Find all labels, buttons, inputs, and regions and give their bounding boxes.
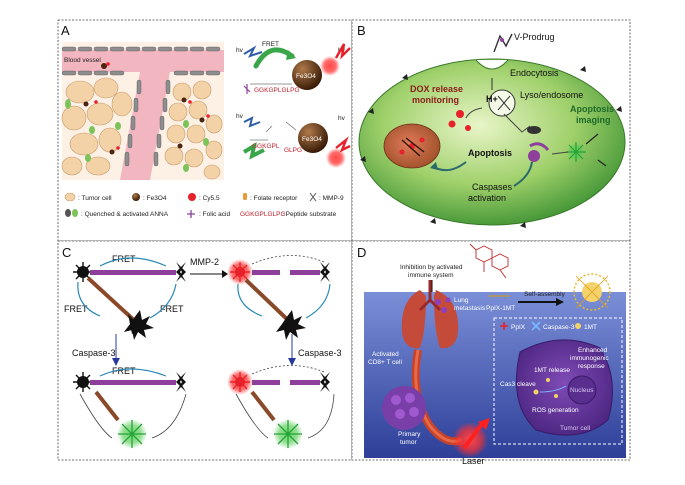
d-nanoparticle xyxy=(573,273,611,311)
d-laser xyxy=(452,418,490,458)
blood-vessel-label: Blood vessel xyxy=(64,57,101,64)
apoptosis-imaging-label-2: imaging xyxy=(576,115,611,125)
d-inset xyxy=(493,317,623,445)
dox-monitoring-label: monitoring xyxy=(412,95,459,105)
legend-fe3o4-icon xyxy=(132,193,140,201)
d-legend-ppix: PpIX xyxy=(511,324,526,331)
apoptosis-green-burst xyxy=(566,142,586,162)
d-lungs xyxy=(401,280,459,349)
d-self-assembly: Self-assembly xyxy=(524,291,566,298)
d-cd8-1: Activated xyxy=(372,351,399,358)
legend-folate: : Folate receptor xyxy=(250,195,298,202)
v-prodrug-label: V-Prodrug xyxy=(514,32,555,42)
panel-d-label: D xyxy=(357,245,366,260)
blood-vessel xyxy=(62,50,224,180)
fret-scheme-top: FRET hv hv Fe3O4 GGKGPLGLPG xyxy=(236,41,351,94)
c-probe-cleaved xyxy=(227,255,331,340)
legend-folate-icon xyxy=(243,193,247,200)
legend-peptide-desc: : Peptide substrate xyxy=(282,211,337,218)
legend-cy5: : Cy5.5 xyxy=(199,195,220,202)
panel-a: A Bloo xyxy=(57,19,353,242)
panel-a-label: A xyxy=(61,23,70,38)
d-molecule xyxy=(469,243,509,279)
d-lung-2: metastasis xyxy=(454,305,486,312)
endocytosis-label: Endocytosis xyxy=(510,68,559,78)
legend-annna-icon-1 xyxy=(65,209,71,217)
legend-annna: : Quenched & activated ANNA xyxy=(81,211,169,218)
c-probe-caspase-left: FRET xyxy=(73,366,187,449)
legend-mmp9: : MMP-9 xyxy=(319,195,344,202)
apoptosis-imaging-label-1: Apoptosis xyxy=(570,104,614,114)
legend-folic-acid: : Folic acid xyxy=(199,211,230,218)
dox-release-label: DOX release xyxy=(410,84,463,94)
d-enhanced-1: Enhanced xyxy=(578,347,608,354)
hv-label-1: hv xyxy=(236,47,244,54)
c-fret-left: FRET xyxy=(64,304,88,314)
activation-label: activation xyxy=(468,193,506,203)
d-tumor-nucleus xyxy=(567,375,597,405)
cell-body xyxy=(358,58,626,226)
d-inhibition-2: immune system xyxy=(408,272,454,279)
lyso-label: Lyso/endosome xyxy=(520,90,583,100)
d-laser-label: Laser xyxy=(462,456,485,466)
d-legend-caspase: Caspase-3 xyxy=(543,324,575,331)
fe3o4-label-bottom: Fe3O4 xyxy=(302,136,322,143)
c-caspase3-right: Caspase-3 xyxy=(298,348,342,358)
legend-annna-icon-2 xyxy=(72,209,78,217)
d-legend-1mt: 1MT xyxy=(584,324,597,331)
h-plus-label: H+ xyxy=(486,94,498,104)
panel-d: D Inhibition by activated immune system … xyxy=(351,240,631,466)
fe3o4-particle-top xyxy=(292,60,322,90)
d-lung-1: Lung xyxy=(454,297,469,304)
legend-fe3o4: : Fe3O4 xyxy=(143,195,167,202)
fe3o4-particle-bottom xyxy=(298,123,328,153)
d-nucleus-label: Nucleus xyxy=(570,387,594,394)
d-cas3-label: Cas3 cleave xyxy=(500,381,536,388)
c-mmp2-label: MMP-2 xyxy=(190,257,219,267)
endosome xyxy=(488,89,516,117)
panel-a-legend: : Tumor cell : Fe3O4 : Cy5.5 : Folate re… xyxy=(62,186,348,236)
d-tumor-cell-label: Tumor cell xyxy=(560,425,591,432)
panel-c-label: C xyxy=(62,245,71,260)
hv-label-4: hv xyxy=(338,115,346,122)
fe3o4-label-top: Fe3O4 xyxy=(296,73,316,80)
peptide-label-full: GGKGPLGLPG xyxy=(254,87,300,94)
peptide-label-left: GGKGPL xyxy=(252,143,280,150)
d-enhanced-2: immunogenic xyxy=(570,355,609,362)
c-caspase3-left: Caspase-3 xyxy=(72,348,116,358)
legend-peptide-key: GGKGPLGLPG xyxy=(240,211,286,218)
d-inhibition-1: Inhibition by activated xyxy=(400,264,463,271)
peptide-label-right: GLPG xyxy=(284,147,302,154)
legend-tumor-cell-icon xyxy=(64,192,76,202)
panel-b: B V-Prodrug Endocytosis H+ Lyso/endosome… xyxy=(351,19,631,242)
legend-mmp9-icon xyxy=(309,192,317,202)
apoptosis-label: Apoptosis xyxy=(468,148,512,158)
fret-scheme-bottom: hv GGKGPL GLPG Fe3O4 hv xyxy=(236,113,351,168)
panel-c-border xyxy=(57,240,353,461)
d-cd8-2: CD8+ T cell xyxy=(368,359,402,366)
c-fret-right: FRET xyxy=(160,304,184,314)
panel-c: C FRET FRET FRET MMP-2 xyxy=(57,240,353,461)
d-enhanced-3: response xyxy=(578,363,605,370)
d-ppix-1mt: PpIX-1MT xyxy=(486,305,515,312)
legend-folic-acid-icon xyxy=(187,210,195,218)
c-probe-caspase-right xyxy=(227,365,335,449)
caspases-label: Caspases xyxy=(472,182,513,192)
d-ros-label: ROS generation xyxy=(532,407,579,414)
legend-tumor-cell: : Tumor cell xyxy=(78,195,112,202)
d-primary-1: Primary xyxy=(398,431,421,438)
tissue-illustration: Blood vessel xyxy=(61,42,224,180)
c-fret-bottom-left: FRET xyxy=(112,366,136,376)
panel-b-label: B xyxy=(357,23,366,38)
legend-cy5-icon xyxy=(188,193,196,201)
fret-label-a: FRET xyxy=(262,41,279,48)
d-release-label: 1MT release xyxy=(534,367,570,374)
d-primary-2: tumor xyxy=(400,439,417,446)
d-primary-tumor xyxy=(382,386,426,430)
c-probe-intact: FRET FRET FRET xyxy=(64,254,186,340)
hv-label-3: hv xyxy=(236,113,244,120)
d-tumor-cell xyxy=(515,339,613,436)
